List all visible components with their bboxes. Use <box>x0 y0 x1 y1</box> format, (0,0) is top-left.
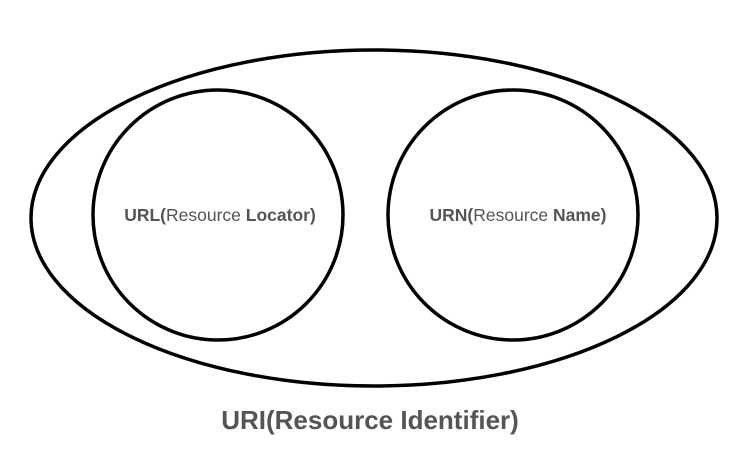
urn-label-acronym: URN( <box>429 205 473 225</box>
url-label-locator: Locator) <box>246 205 316 225</box>
urn-circle <box>386 88 640 342</box>
uri-outer-ellipse <box>29 48 719 388</box>
urn-label-resource: Resource <box>473 205 553 225</box>
uri-label-resource: Resource <box>275 405 394 435</box>
urn-label: URN(Resource Name) <box>429 205 606 225</box>
uri-label-acronym: URI( <box>221 405 275 435</box>
url-label-resource: Resource <box>166 205 246 225</box>
urn-label-name: Name) <box>553 205 607 225</box>
uri-label-space <box>393 405 400 435</box>
uri-label-identifier: Identifier) <box>400 405 518 435</box>
url-label-acronym: URL( <box>124 205 166 225</box>
url-label: URL(Resource Locator) <box>124 205 316 225</box>
uri-label: URI(Resource Identifier) <box>221 405 519 435</box>
url-circle <box>91 88 345 342</box>
